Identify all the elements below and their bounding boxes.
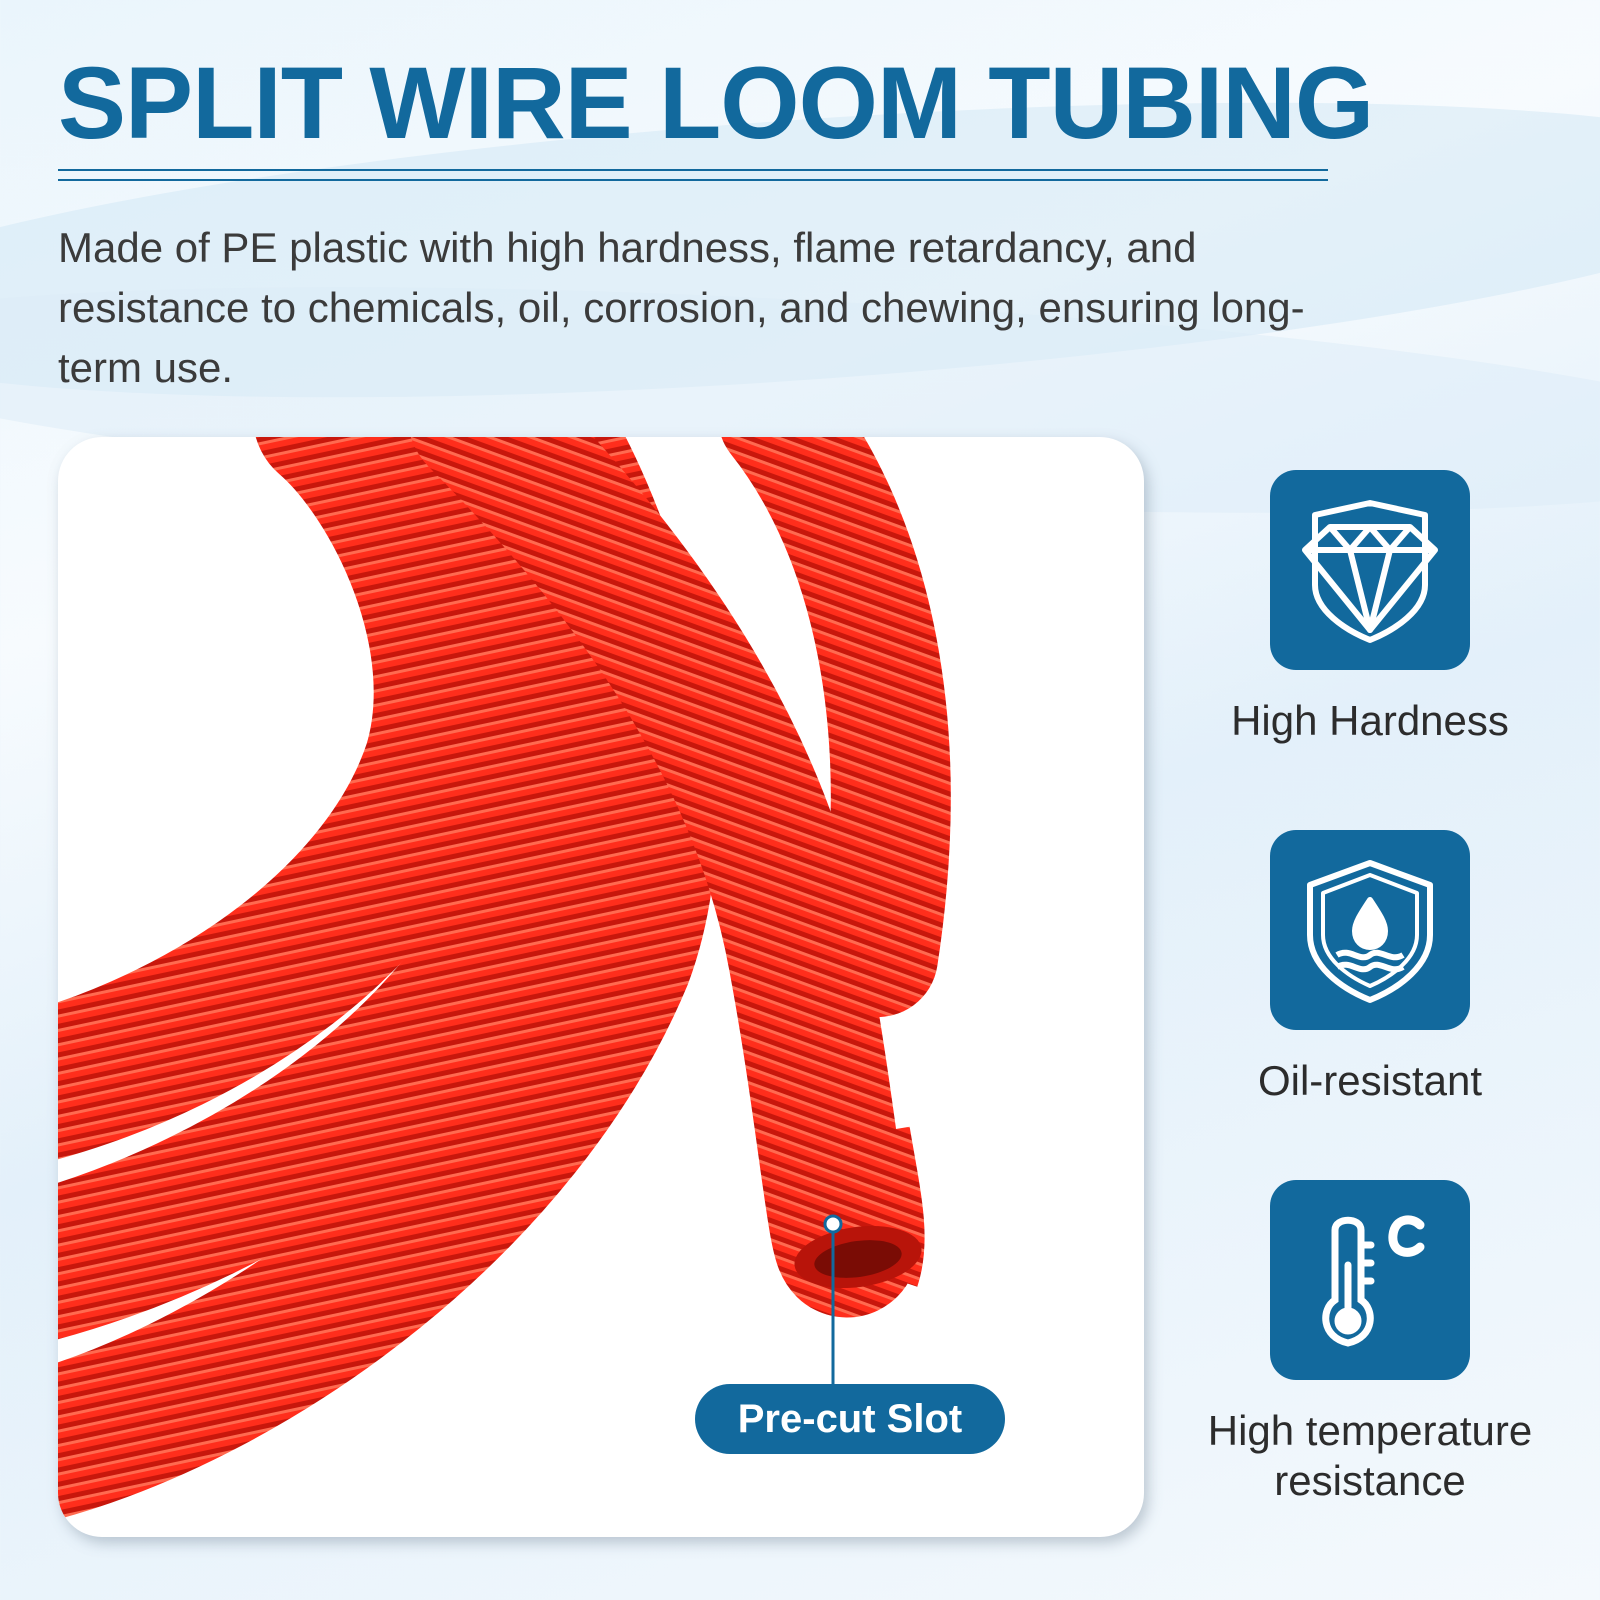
callout-dot [823, 1214, 843, 1234]
title-rule-bottom [58, 179, 1328, 181]
diamond-shield-icon [1302, 500, 1438, 643]
page-title: SPLIT WIRE LOOM TUBING [58, 46, 1374, 160]
feature-tile [1270, 830, 1470, 1030]
feature-label: High Hardness [1231, 697, 1509, 744]
product-description: Made of PE plastic with high hardness, f… [58, 224, 1305, 391]
feature-oil-resistant: Oil-resistant [1170, 830, 1570, 1106]
pre-cut-slot-label: Pre-cut Slot [695, 1384, 1005, 1454]
feature-label: Oil-resistant [1257, 1057, 1483, 1104]
tube-loop-inner [58, 437, 524, 1160]
tubing-photo [58, 437, 951, 1520]
thermometer-celsius-icon [1322, 1215, 1425, 1347]
feature-high-temperature: High temperature resistance [1170, 1180, 1570, 1506]
oil-drop-shield-icon [1307, 860, 1433, 1003]
feature-tile [1270, 470, 1470, 670]
title-rule-top [58, 169, 1328, 171]
feature-label: High temperature resistance [1207, 1407, 1533, 1504]
feature-high-hardness: High Hardness [1170, 470, 1570, 746]
product-photo-card [58, 437, 1144, 1537]
tube-loop-back [721, 437, 951, 1017]
feature-tile [1270, 1180, 1470, 1380]
